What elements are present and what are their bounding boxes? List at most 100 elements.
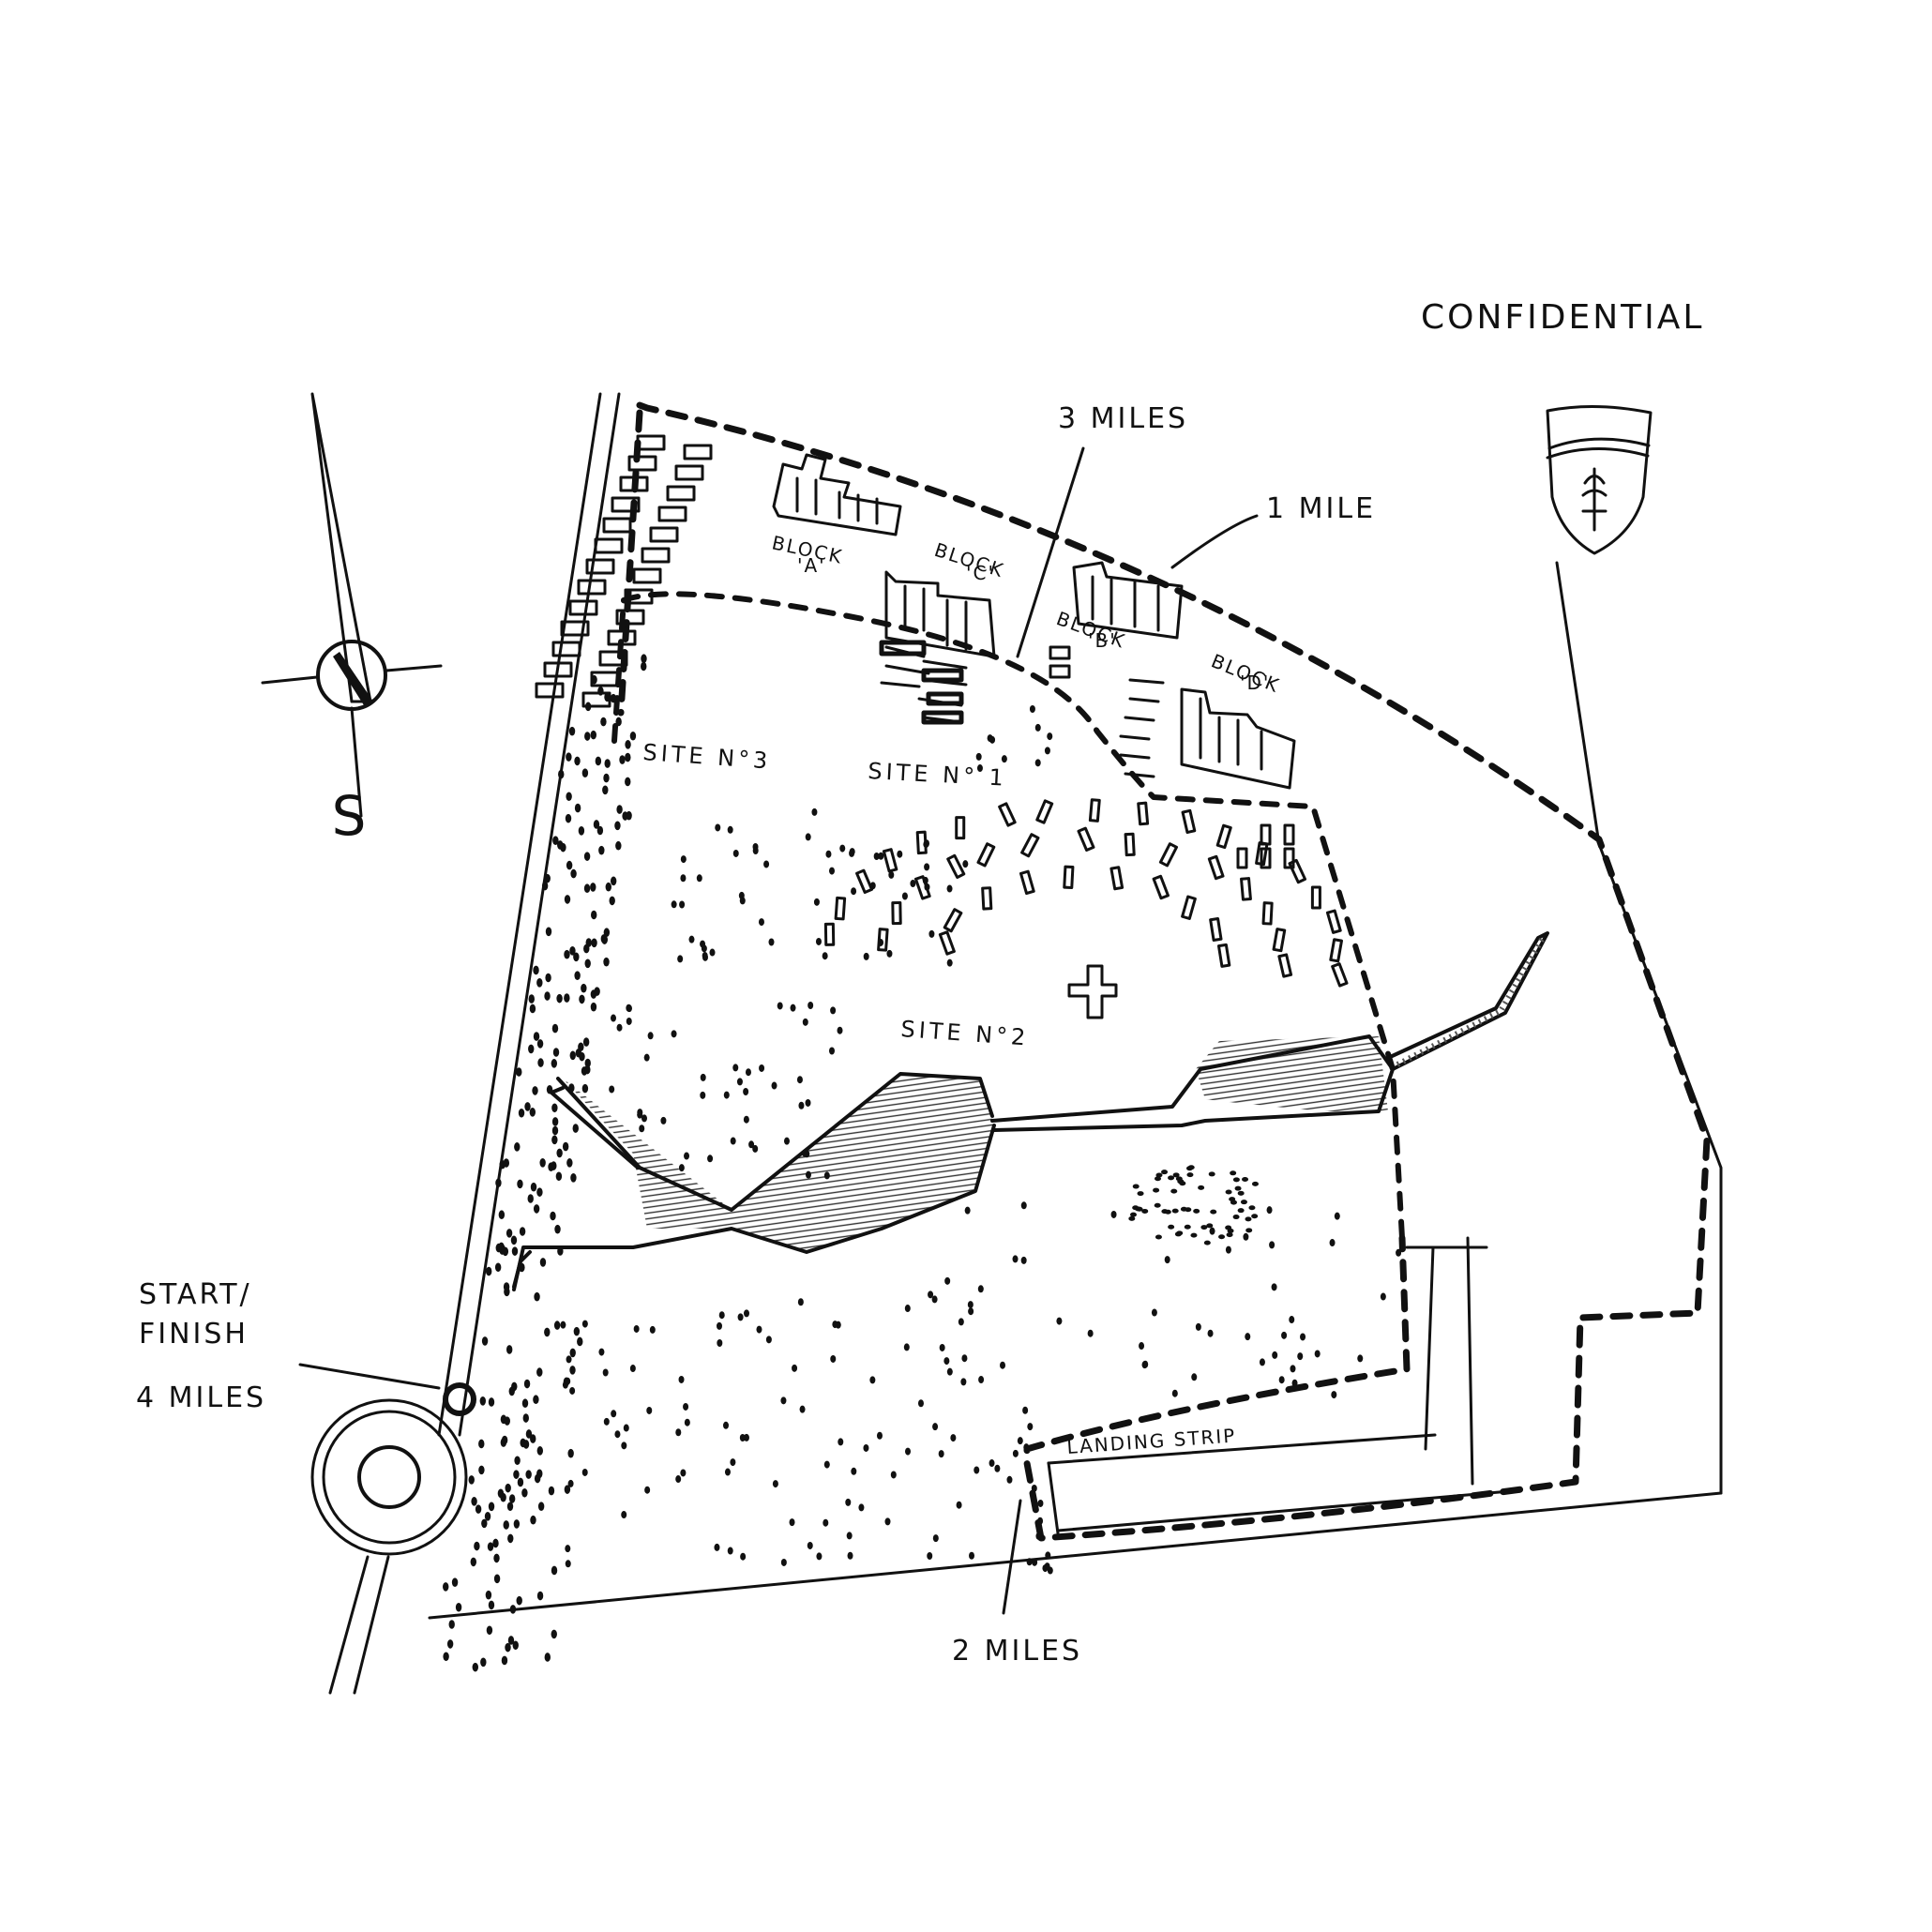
- hut: [581, 691, 611, 708]
- scatter-dot: [796, 1076, 803, 1084]
- scatter-dot: [605, 882, 611, 892]
- scatter-dot: [525, 1470, 532, 1479]
- scatter-dot: [1225, 1245, 1231, 1254]
- tree-dot: [1200, 1225, 1208, 1230]
- scatter-dot: [579, 994, 585, 1004]
- scatter-dot: [1037, 1517, 1044, 1525]
- hut: [560, 620, 590, 637]
- scatter-dot: [901, 892, 908, 900]
- scatter-dot: [863, 1443, 869, 1452]
- tree-dot: [1230, 1170, 1237, 1176]
- scatter-dot: [470, 1557, 477, 1567]
- scatter-dot: [569, 1366, 576, 1375]
- dispersal-pan: [1063, 865, 1075, 890]
- scatter-dot: [1032, 1558, 1038, 1566]
- scatter-dot: [626, 1004, 632, 1013]
- mile-1-label: 1 MILE: [1266, 492, 1376, 525]
- dispersal-pan: [1124, 832, 1136, 857]
- scatter-dot: [548, 1486, 555, 1496]
- scatter-dot: [1259, 1358, 1265, 1366]
- dispersal-pan: [1088, 798, 1101, 823]
- scatter-dot: [1396, 1248, 1402, 1257]
- scatter-dot: [604, 759, 611, 768]
- scatter-dot: [591, 938, 597, 948]
- scatter-dot: [822, 952, 828, 960]
- hut: [590, 671, 620, 687]
- dispersal-pan: [1283, 823, 1295, 846]
- scatter-dot: [956, 1501, 962, 1509]
- scatter-dot: [521, 1487, 528, 1498]
- scatter-dot: [566, 860, 573, 870]
- dispersal-pan: [823, 922, 836, 946]
- tree-dot: [1226, 1232, 1233, 1238]
- scatter-dot: [603, 1417, 610, 1426]
- scatter-dot: [649, 1325, 656, 1334]
- scatter-dot: [688, 935, 695, 943]
- scatter-dot: [629, 731, 637, 741]
- scatter-dot: [961, 1354, 968, 1363]
- scatter-dot: [683, 1402, 689, 1411]
- scatter-dot: [768, 938, 775, 946]
- scatter-dot: [962, 860, 969, 868]
- scatter-dot: [869, 1376, 876, 1384]
- scatter-dot: [1278, 1376, 1285, 1384]
- scatter-dot: [552, 1048, 560, 1057]
- scatter-dot: [675, 1428, 682, 1437]
- block-c-letter: 'C': [966, 562, 995, 584]
- tree-dot: [1203, 1240, 1211, 1245]
- dispersal-pan: [891, 901, 902, 926]
- scatter-dot: [506, 1345, 513, 1354]
- scatter-dot: [615, 840, 622, 851]
- scatter-dot: [976, 764, 983, 773]
- scatter-dot: [484, 1512, 491, 1521]
- scatter-dot: [551, 1629, 557, 1639]
- tree-dot: [1175, 1176, 1183, 1182]
- scatter-dot: [1034, 723, 1041, 732]
- hut: [611, 496, 641, 513]
- scatter-dot: [497, 1488, 505, 1499]
- scatter-dot: [517, 1477, 524, 1487]
- scatter-dot: [1029, 704, 1035, 713]
- scatter-dot: [1026, 1558, 1033, 1566]
- scatter-dot: [1047, 732, 1053, 741]
- scatter-dot: [566, 1158, 573, 1168]
- scatter-dot: [545, 973, 551, 983]
- scatter-dot: [783, 1137, 790, 1145]
- scatter-dot: [932, 1534, 939, 1543]
- scatter-dot: [626, 810, 632, 821]
- scatter-dot: [503, 1158, 510, 1168]
- scatter-dot: [974, 1466, 980, 1474]
- scatter-dot: [541, 881, 549, 891]
- start-finish-marker: [443, 1382, 476, 1416]
- scatter-dot: [969, 1551, 975, 1560]
- scatter-dot: [573, 1326, 581, 1336]
- tree-dot: [1179, 1181, 1186, 1186]
- scatter-dot: [533, 1032, 540, 1041]
- scatter-dot: [574, 803, 581, 813]
- scatter-dot: [680, 874, 687, 883]
- scatter-dot: [610, 693, 617, 703]
- scatter-dot: [593, 820, 600, 829]
- scatter-dot: [838, 1438, 844, 1446]
- scatter-dot: [715, 823, 721, 832]
- west-hut-rows: [535, 434, 713, 708]
- scatter-dot: [989, 735, 996, 744]
- hut: [683, 444, 713, 460]
- scatter-dot: [1357, 1354, 1364, 1363]
- classification-label: CONFIDENTIAL: [1421, 298, 1704, 337]
- scatter-dot: [616, 1023, 623, 1032]
- tree-dot: [1161, 1170, 1169, 1175]
- tree-dot: [1206, 1223, 1214, 1229]
- dispersal-pan: [998, 802, 1017, 827]
- scatter-dot: [1056, 1317, 1063, 1325]
- scatter-dot: [740, 1552, 747, 1561]
- dispersal-pan: [1272, 928, 1287, 953]
- scatter-dot: [639, 1124, 645, 1133]
- scatter-dot: [1297, 1352, 1304, 1361]
- scatter-dot: [567, 1448, 574, 1458]
- hut: [535, 682, 565, 699]
- scatter-dot: [562, 1141, 569, 1152]
- hut: [602, 517, 632, 534]
- scatter-dot: [678, 1164, 685, 1172]
- scatter-dot: [530, 1515, 536, 1525]
